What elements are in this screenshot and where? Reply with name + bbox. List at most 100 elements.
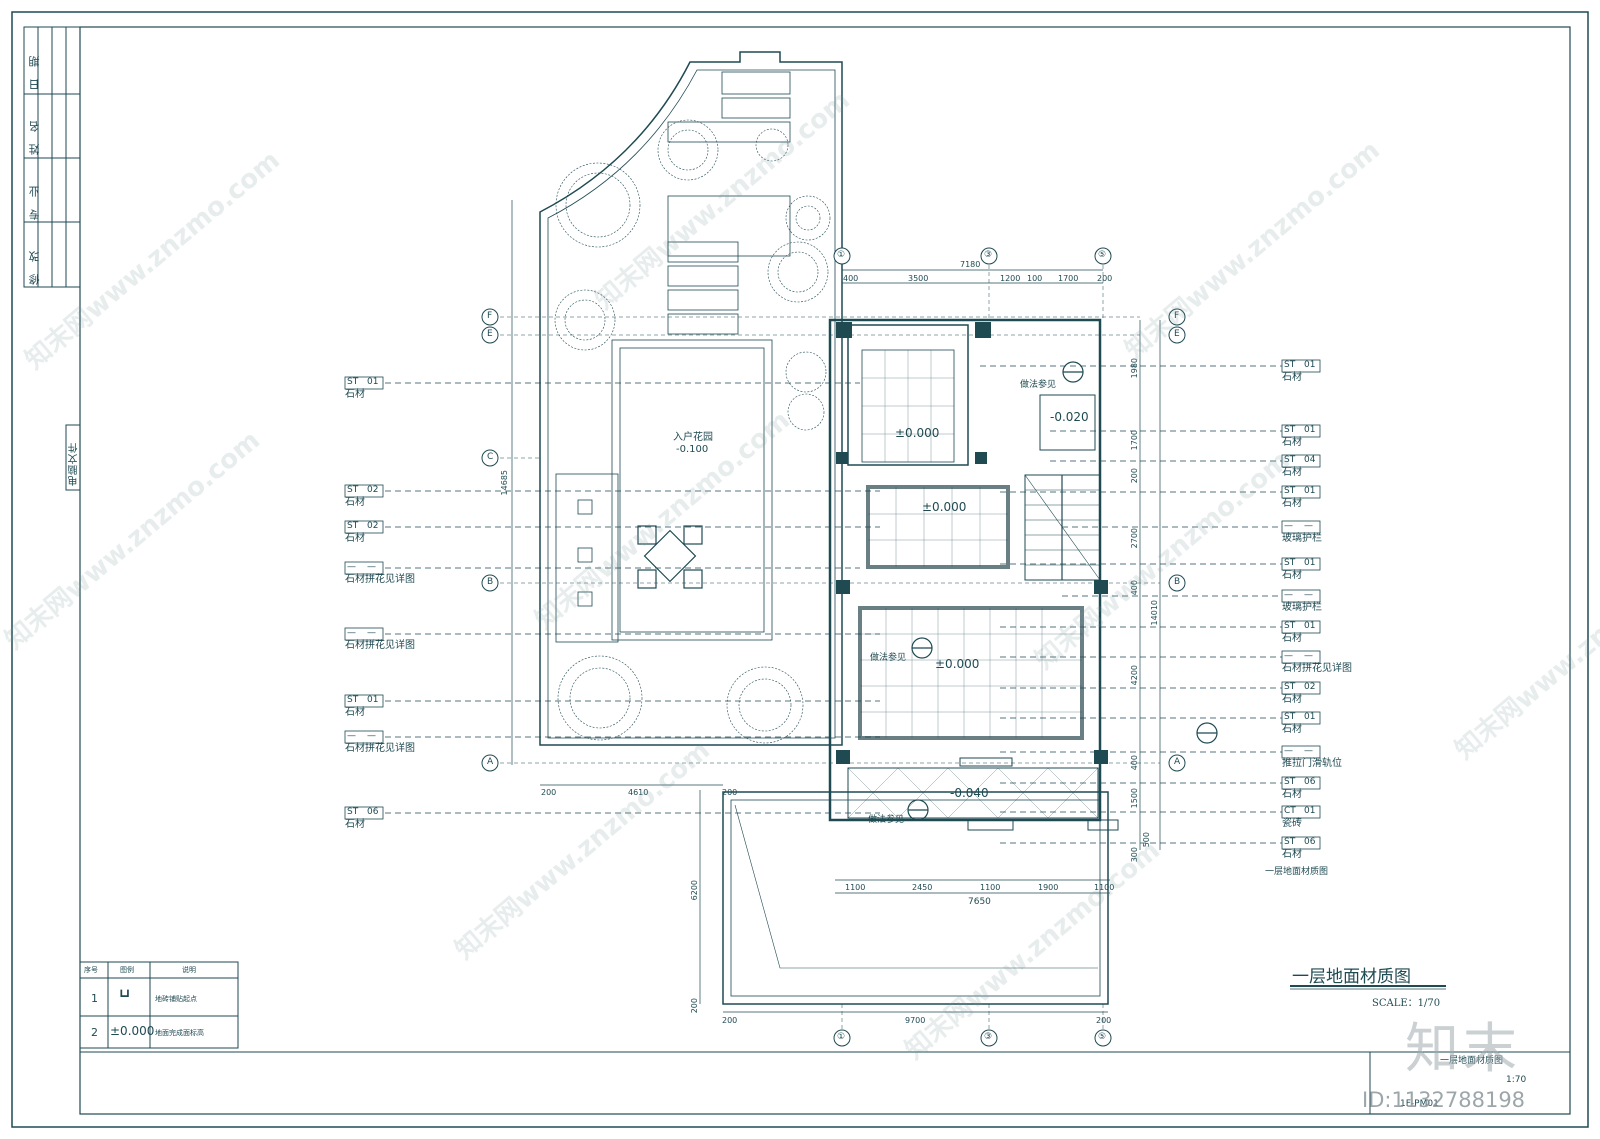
dim-top-0: 400 <box>843 274 859 283</box>
right-tag-number: 01 <box>1304 486 1316 496</box>
right-tag-material: 石材 <box>1282 570 1302 581</box>
left-tag-material: 石材 <box>345 389 365 400</box>
axis-top-5: ⑤ <box>1098 250 1107 260</box>
dim-right-7: 400 <box>1130 755 1139 771</box>
dim-lower-left-0: 6200 <box>690 880 699 901</box>
dim-bottom-total: 7650 <box>968 897 991 907</box>
left-tag-code: — <box>347 562 356 572</box>
axis-left-F: F <box>487 311 493 321</box>
legend-row1-no: 1 <box>91 992 98 1005</box>
axis-left-B: B <box>487 577 494 587</box>
left-tag-number: — <box>367 562 376 572</box>
right-tag-material: 瓷砖 <box>1282 818 1302 829</box>
right-tag-number: — <box>1304 651 1313 661</box>
left-tag-number: — <box>367 731 376 741</box>
right-tag-number: 01 <box>1304 558 1316 568</box>
legend-row2-symbol: ±0.000 <box>110 1024 155 1038</box>
right-tag-material: 玻璃护栏 <box>1282 602 1322 613</box>
left-tag-code: ST <box>347 695 359 705</box>
revision-col-date: 日期 <box>28 44 41 90</box>
left-tag-code: — <box>347 628 356 638</box>
dim-right-9: 300 <box>1130 847 1139 863</box>
axis-left-E: E <box>487 329 493 339</box>
right-tag-number: 04 <box>1304 455 1316 465</box>
file-label: 电脑文件 <box>69 442 80 486</box>
right-tag-code: ST <box>1284 712 1296 722</box>
right-tag-material: 石材 <box>1282 372 1302 383</box>
right-tag-material: 石材 <box>1282 849 1302 860</box>
dim-base-2: 200 <box>1096 1016 1112 1025</box>
dim-top-4: 1700 <box>1058 274 1079 283</box>
right-tag-material: 推拉门滑轨位 <box>1282 758 1342 769</box>
axis-bottom-1: ① <box>837 1032 846 1042</box>
dim-left-total: 14685 <box>500 470 509 496</box>
right-tag-code: ST <box>1284 777 1296 787</box>
right-tag-code: ST <box>1284 425 1296 435</box>
right-tag-code: ST <box>1284 360 1296 370</box>
level-room-3: ±0.000 <box>935 657 980 671</box>
dim-right-2: 200 <box>1130 468 1139 484</box>
drawing-scale: SCALE：1/70 <box>1372 998 1441 1009</box>
dim-garden-2: 200 <box>722 788 738 797</box>
level-room-1: ±0.000 <box>895 426 940 440</box>
axis-bottom-5: ⑤ <box>1098 1032 1107 1042</box>
dim-right-0: 1980 <box>1130 358 1139 379</box>
drawing-title: 一层地面材质图 <box>1292 967 1411 987</box>
axis-right-B: B <box>1174 577 1181 587</box>
right-tag-code: — <box>1284 521 1293 531</box>
left-tag-material: 石材 <box>345 819 365 830</box>
right-tag-material: 石材 <box>1282 633 1302 644</box>
axis-left-A: A <box>487 757 494 767</box>
legend-header-symbol: 图例 <box>120 966 134 974</box>
small-scale: 1:70 <box>1506 1075 1527 1085</box>
right-tag-material: 玻璃护栏 <box>1282 533 1322 544</box>
right-tag-code: ST <box>1284 837 1296 847</box>
dim-garden-0: 200 <box>541 788 557 797</box>
detail-ref-3: 做法参见 <box>868 815 905 825</box>
left-tag-code: ST <box>347 521 359 531</box>
brand-logo: 知末 <box>1405 1017 1521 1080</box>
dim-right-3: 2700 <box>1130 528 1139 549</box>
dim-bottom-3: 1900 <box>1038 883 1059 892</box>
dim-base-1: 9700 <box>905 1016 926 1025</box>
left-tag-number: 02 <box>367 485 379 495</box>
dim-garden-1: 4610 <box>628 788 649 797</box>
dim-bottom-1: 2450 <box>912 883 933 892</box>
right-tag-material: 石材 <box>1282 467 1302 478</box>
dim-right-1: 1700 <box>1130 430 1139 451</box>
left-tag-code: — <box>347 731 356 741</box>
axis-right-A: A <box>1174 757 1181 767</box>
small-title: 一层地面材质图 <box>1440 1056 1504 1066</box>
right-tag-code: ST <box>1284 558 1296 568</box>
right-tag-number: 01 <box>1304 425 1316 435</box>
revision-col-discipline: 专业 <box>28 174 41 220</box>
left-tag-number: 01 <box>367 377 379 387</box>
right-tag-material: 石材拼花见详图 <box>1282 663 1352 674</box>
right-tag-number: — <box>1304 590 1313 600</box>
right-tag-number: 01 <box>1304 806 1316 816</box>
axis-bottom-3: ③ <box>984 1032 993 1042</box>
legend-row2-desc: 地面完成面标高 <box>155 1029 204 1037</box>
dim-top-5: 200 <box>1097 274 1113 283</box>
right-tag-code: ST <box>1284 486 1296 496</box>
axis-left-C: C <box>487 452 494 462</box>
left-tag-number: 02 <box>367 521 379 531</box>
left-tag-number: 01 <box>367 695 379 705</box>
right-tag-number: 01 <box>1304 360 1316 370</box>
dim-base-0: 200 <box>722 1016 738 1025</box>
dim-top-2: 1200 <box>1000 274 1021 283</box>
legend-row1-desc: 地砖铺贴起点 <box>155 995 197 1003</box>
legend-header-no: 序号 <box>84 966 98 974</box>
right-tag-code: ST <box>1284 682 1296 692</box>
dim-bottom-4: 1100 <box>1094 883 1115 892</box>
left-tag-material: 石材拼花见详图 <box>345 743 415 754</box>
axis-top-1: ① <box>837 250 846 260</box>
right-tag-code: — <box>1284 746 1293 756</box>
dim-lower-left-1: 200 <box>690 998 699 1014</box>
right-tag-number: 01 <box>1304 712 1316 722</box>
right-tag-number: 06 <box>1304 837 1316 847</box>
plan-caption: 一层地面材质图 <box>1265 867 1329 877</box>
right-tag-number: 01 <box>1304 621 1316 631</box>
right-tag-number: 02 <box>1304 682 1316 692</box>
detail-ref-2: 做法参见 <box>870 653 907 663</box>
